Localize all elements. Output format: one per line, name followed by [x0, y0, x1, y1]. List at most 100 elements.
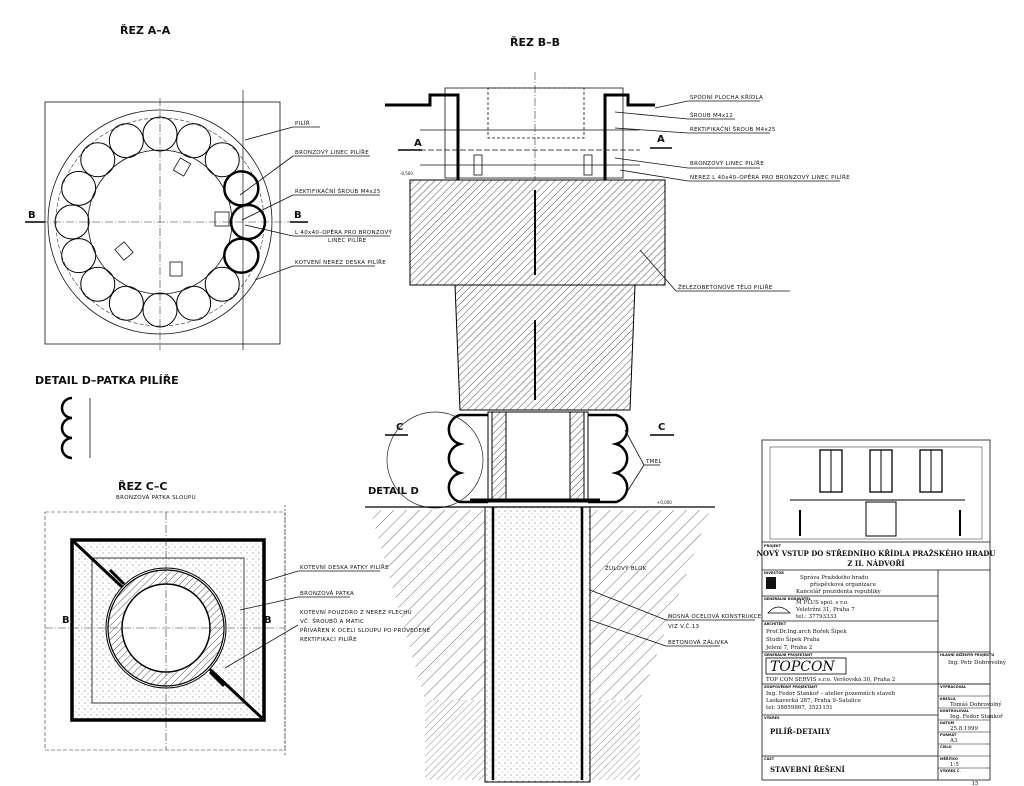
section-marker-b-left: B: [28, 210, 36, 221]
field-value: A3: [949, 738, 958, 744]
label-bronze-collar: BRONZOVÝ LINEC PILÍŘE: [690, 159, 764, 167]
c-c-labels: KOTEVNÍ DESKA PATKY PILÍŘE BRONZOVÁ PATK…: [224, 563, 431, 669]
partial-label: ZODPOVĚDNÝ PROJEKTANT: [764, 684, 818, 689]
drawing-label: VÝKRES: [764, 715, 780, 720]
label-rectification-screw: REKTIFIKAČNÍ ŠROUB M4x25: [295, 188, 381, 195]
general-contractor-label: GENERÁLNÍ DODAVATEL: [764, 596, 812, 601]
scallop-lobe: [61, 238, 97, 274]
field-label: KONTROLOVAL: [940, 709, 970, 713]
investor-line: Kancelář prezidenta republiky: [796, 588, 882, 595]
scallop-lobe: [223, 170, 260, 207]
field-label: DATUM: [940, 721, 955, 725]
field-label: VYPRACOVAL: [940, 685, 967, 689]
label-steel-structure: NOSNÁ OCELOVÁ KONSTRUKCE: [668, 613, 762, 620]
section-c-c: ŘEZ C–C BRONZOVÁ PATKA SLOUPU B B KOTEVN…: [44, 480, 431, 755]
bracket: [172, 157, 192, 177]
section-marker-a-right: A: [657, 134, 665, 145]
general-line: Veletržní 31, Praha 7: [795, 606, 855, 613]
field-label: MĚŘÍTKO: [940, 756, 958, 761]
label-steel-structure-ref: VIZ V.Č.13: [668, 623, 699, 630]
general-line: M PLUS spol. s r.o.: [796, 600, 849, 606]
topcon-logo: TOPCON: [770, 659, 835, 675]
architect-line: Studio Šípek Praha: [766, 635, 820, 643]
architect-line: Jelení 7, Praha 2: [765, 644, 812, 651]
section-marker-b-left: B: [62, 615, 70, 626]
label-concrete-body: ŽELEZOBETONOVÉ TĚLO PILÍŘE: [678, 283, 773, 291]
granite-block-right: [590, 510, 710, 700]
field-label: KRESLIL: [940, 697, 957, 701]
section-marker-c-right: C: [658, 422, 665, 433]
investor-label: INVESTOR: [764, 571, 784, 575]
scallop-lobe: [204, 266, 240, 302]
section-a-a: ŘEZ A–A B B PILÍŘ BRONZOVÝ LINEC PILÍŘE …: [25, 24, 392, 350]
section-b-b: ŘEZ B–B A A -0,500 DETAIL D C C: [365, 36, 850, 783]
label-sleeve-3: PŘIVAŘEN K OCELI SLOUPU PO PROVEDENÉ: [300, 626, 431, 634]
wing-profile-right: [603, 93, 655, 180]
concrete-taper: [454, 284, 636, 411]
section-marker-b-right: B: [294, 210, 302, 221]
level-mark: +0,000: [657, 500, 672, 505]
bracket: [214, 211, 230, 227]
partial-line: tel: 38859867, 3521151: [766, 705, 833, 711]
label-sealant: TMEL: [645, 459, 662, 465]
label-anchor-plate: KOTVENÍ NEREZ DESKA PILÍŘE: [295, 258, 386, 266]
architect-label: ARCHITEKT: [764, 622, 787, 626]
level-mark: -0,500: [400, 171, 413, 176]
label-sleeve-2: VČ. ŠROUBŮ A MATIC: [300, 618, 364, 625]
detail-d: DETAIL D–PATKA PILÍŘE: [35, 374, 179, 460]
bronze-base: [91, 557, 245, 704]
project-subtitle: Z II. NÁDVOŘÍ: [847, 559, 904, 568]
scallop-lobe: [223, 237, 260, 274]
label-bronze-collar: BRONZOVÝ LINEC PILÍŘE: [295, 148, 369, 156]
label-wing-bottom: SPODNÍ PLOCHA KŘÍDLA: [690, 93, 763, 101]
bronze-collar-right: [588, 413, 629, 504]
investor-line: příspěvková organizace: [810, 581, 876, 588]
label-sleeve: KOTEVNÍ POUZDRO Z NEREZ PLECHU: [300, 609, 412, 616]
label-support: NEREZ L 40x40–OPĚRA PRO BRONZOVÝ LINEC P…: [690, 173, 850, 181]
project-label: PROJEKT: [764, 544, 782, 548]
architect-line: Prof.Dr.Ing.arch Bořek Šípek: [766, 627, 847, 635]
drawing-title: PILÍŘ–DETAILY: [770, 727, 831, 736]
designer-address: TOP CON SERVIS s.r.o. Veršovská 30, Prah…: [766, 676, 895, 683]
project-title: NOVÝ VSTUP DO STŘEDNÍHO KŘÍDLA PRAŽSKÉHO…: [757, 549, 996, 558]
wing-profile-left: [385, 93, 460, 180]
field-label: FORMÁT: [940, 732, 957, 737]
field-label: VÝKRES Č.: [940, 768, 961, 773]
section-marker-b-right: B: [264, 615, 272, 626]
label-granite-block: ŽULOVÝ BLOK: [605, 564, 647, 572]
label-sleeve-4: REKTIFIKACI PILÍŘE: [300, 635, 357, 643]
label-rectification-screw: REKTIFIKAČNÍ ŠROUB M4x25: [690, 126, 776, 133]
title-block: PROJEKT NOVÝ VSTUP DO STŘEDNÍHO KŘÍDLA P…: [757, 439, 1007, 786]
part-title: STAVEBNÍ ŘEŠENÍ: [770, 765, 845, 774]
field-label: ČÍSLO: [940, 744, 951, 749]
concrete-fill: [484, 506, 591, 783]
partial-line: Laskavecká 287, Praha 9–Satalice: [766, 697, 861, 704]
scallop-lobe: [108, 285, 144, 321]
field-value: 1:5: [950, 762, 959, 768]
section-c-c-subtitle: BRONZOVÁ PATKA SLOUPU: [116, 494, 196, 501]
field-value: 15: [972, 781, 979, 786]
mplus-logo-icon: [767, 606, 791, 614]
label-concrete-fill: BETONOVÁ ZÁLIVKA: [668, 639, 728, 646]
facade-illustration: [769, 446, 983, 540]
section-marker-a-left: A: [414, 138, 422, 149]
bronze-collar-left: [447, 413, 488, 504]
detail-d-title: DETAIL D–PATKA PILÍŘE: [35, 374, 179, 387]
designer-label: GENERÁLNÍ PROJEKTANT: [764, 652, 813, 657]
part-label: ČÁST: [764, 756, 775, 761]
scallop-lobe: [108, 123, 144, 159]
scallop-lobe: [204, 142, 240, 178]
responsible-label: HLAVNÍ INŽENÝR PROJEKTU: [940, 652, 994, 657]
scallop-lobe: [176, 123, 212, 159]
castle-logo-icon: [766, 577, 776, 589]
section-b-b-title: ŘEZ B–B: [510, 36, 560, 49]
field-value: 25.8.1999: [950, 726, 978, 732]
scallop-lobe: [176, 285, 212, 321]
responsible-name: Ing. Petr Dobrovolný: [948, 659, 1007, 666]
dashed-frame: [44, 511, 286, 751]
scallop-lobe: [61, 170, 97, 206]
section-marker-c-left: C: [396, 422, 403, 433]
label-pilir: PILÍŘ: [295, 119, 310, 127]
